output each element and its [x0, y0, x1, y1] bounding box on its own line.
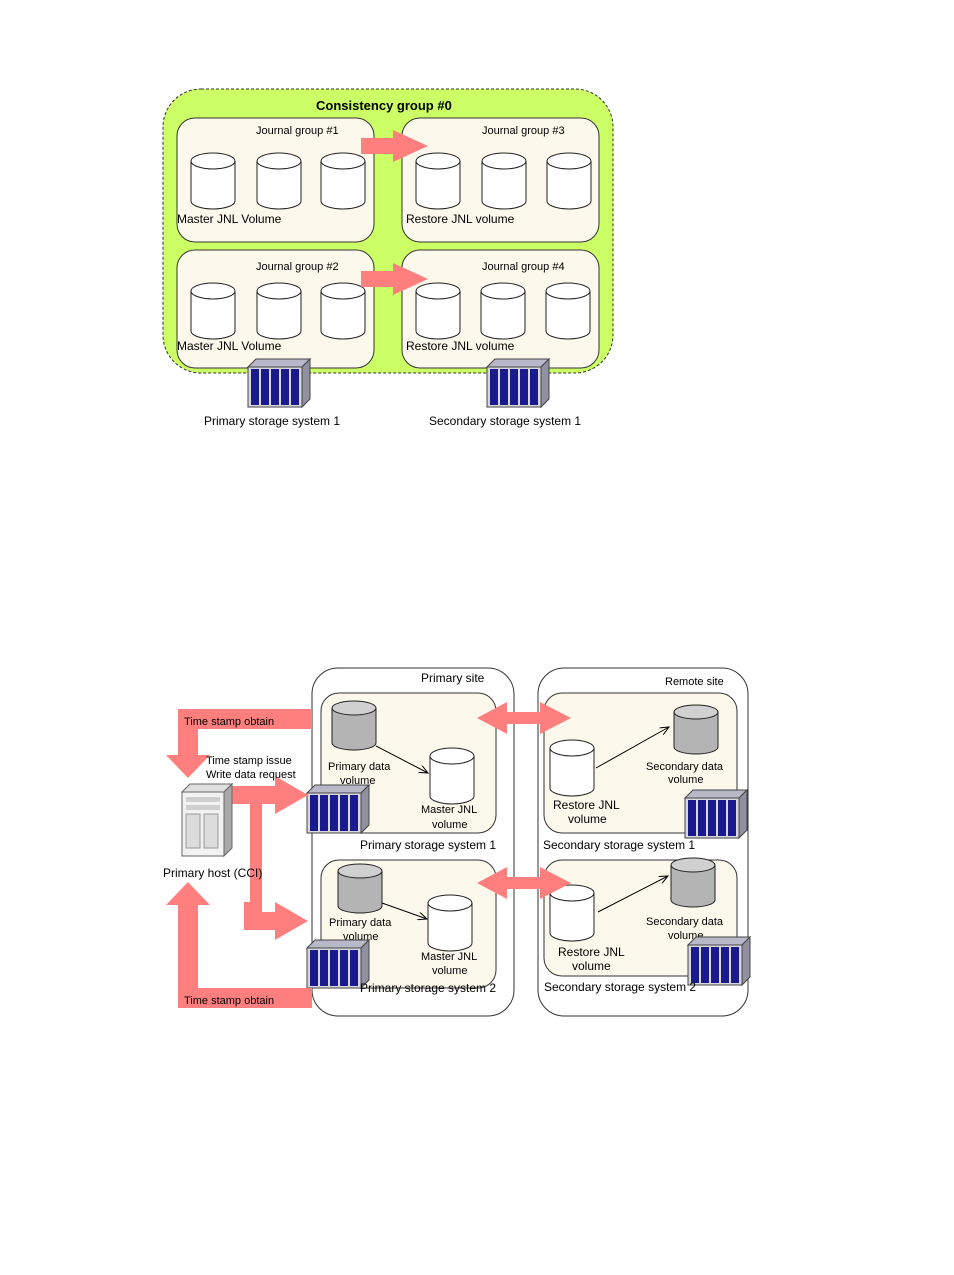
secondary-storage-1-label: Secondary storage system 1: [543, 838, 695, 852]
write-data-request-label: Write data request: [206, 769, 296, 781]
time-stamp-obtain-label: Time stamp obtain: [184, 995, 274, 1007]
journal-group-4: Journal group #4 Restore JNL volume: [401, 249, 600, 369]
master-jnl-volume-label: volume: [432, 819, 467, 831]
primary-site-label: Primary site: [421, 671, 485, 685]
master-jnl-volume-label: Master JNL: [421, 804, 477, 816]
remote-site-label: Remote site: [665, 676, 724, 688]
volume-cylinder: [256, 152, 302, 210]
journal-group-4-label: Journal group #4: [482, 261, 565, 273]
volume-cylinder: [256, 282, 302, 340]
restore-jnl-volume-label: Restore JNL: [558, 945, 625, 959]
restore-jnl-volume-label: Restore JNL volume: [406, 339, 515, 353]
volume-cylinder: [320, 282, 366, 340]
secondary-storage-2-icon: [687, 936, 751, 986]
primary-storage-1-label: Primary storage system 1: [360, 838, 496, 852]
master-jnl-volume-label: volume: [432, 965, 467, 977]
volume-cylinder: [545, 282, 591, 340]
primary-data-volume-cylinder: [331, 700, 377, 751]
journal-group-2: Journal group #2 Master JNL Volume: [176, 249, 375, 369]
master-jnl-volume-cylinder: [429, 747, 475, 805]
restore-jnl-volume-label: volume: [572, 959, 611, 973]
secondary-data-volume-label: Secondary data: [646, 916, 724, 928]
journal-flow-arrow: [597, 876, 668, 913]
journal-flow-arrow: [595, 727, 669, 769]
journal-group-1: Journal group #1 Master JNL Volume: [176, 117, 375, 243]
time-stamp-obtain-arrow: [166, 882, 312, 1008]
journal-group-3: Journal group #3 Restore JNL volume: [401, 117, 600, 243]
time-stamp-obtain-arrow: [166, 709, 312, 778]
volume-cylinder: [481, 152, 527, 210]
write-data-arrow: [232, 776, 308, 940]
volume-cylinder: [320, 152, 366, 210]
journal-flow-arrow: [375, 745, 428, 773]
restore-jnl-volume-cylinder: [549, 739, 595, 797]
bidirectional-arrow: [477, 867, 571, 899]
secondary-storage-1-icon: [684, 789, 748, 839]
restore-jnl-volume-cylinder: [549, 884, 595, 942]
primary-storage-2-label: Primary storage system 2: [360, 981, 496, 995]
primary-storage-1-icon: [306, 784, 370, 834]
volume-cylinder: [415, 282, 461, 340]
replication-arrow: [361, 263, 428, 295]
bidirectional-arrow: [477, 702, 571, 734]
volume-cylinder: [190, 282, 236, 340]
master-jnl-volume-label: Master JNL Volume: [177, 212, 282, 226]
secondary-data-volume-cylinder: [670, 857, 716, 908]
primary-data-volume-label: Primary data: [328, 761, 391, 773]
consistency-group-diagram: Consistency group #0 Journal group #1 Ma…: [162, 88, 614, 428]
restore-jnl-volume-label: Restore JNL volume: [406, 212, 515, 226]
volume-cylinder: [546, 152, 592, 210]
primary-data-volume-label: Primary data: [329, 917, 392, 929]
primary-host-server-icon: [180, 782, 234, 858]
time-stamp-issue-label: Time stamp issue: [206, 755, 292, 767]
secondary-data-volume-label: volume: [668, 774, 703, 786]
time-stamp-obtain-label: Time stamp obtain: [184, 716, 274, 728]
master-jnl-volume-cylinder: [427, 894, 473, 952]
secondary-data-volume-label: Secondary data: [646, 761, 724, 773]
replication-arrow: [361, 130, 428, 162]
consistency-group-title: Consistency group #0: [316, 98, 452, 113]
multi-storage-diagram: Primary site Remote site Primary data vo…: [163, 667, 751, 1017]
primary-data-volume-cylinder: [337, 863, 383, 914]
master-jnl-volume-label: Master JNL: [421, 951, 477, 963]
secondary-storage-icon: [486, 358, 550, 408]
primary-storage-icon: [247, 358, 311, 408]
primary-data-volume-label: volume: [340, 775, 375, 787]
secondary-storage-2-label: Secondary storage system 2: [544, 980, 696, 994]
volume-cylinder: [415, 152, 461, 210]
secondary-storage-label: Secondary storage system 1: [429, 414, 581, 428]
journal-group-2-label: Journal group #2: [256, 261, 339, 273]
restore-jnl-volume-label: Restore JNL: [553, 798, 620, 812]
volume-cylinder: [480, 282, 526, 340]
restore-jnl-volume-label: volume: [568, 812, 607, 826]
primary-host-label: Primary host (CCI): [163, 866, 262, 880]
secondary-data-volume-cylinder: [673, 704, 719, 755]
journal-group-1-label: Journal group #1: [256, 125, 339, 137]
journal-group-3-label: Journal group #3: [482, 125, 565, 137]
primary-storage-label: Primary storage system 1: [204, 414, 340, 428]
volume-cylinder: [190, 152, 236, 210]
master-jnl-volume-label: Master JNL Volume: [177, 339, 282, 353]
journal-flow-arrow: [381, 902, 427, 919]
